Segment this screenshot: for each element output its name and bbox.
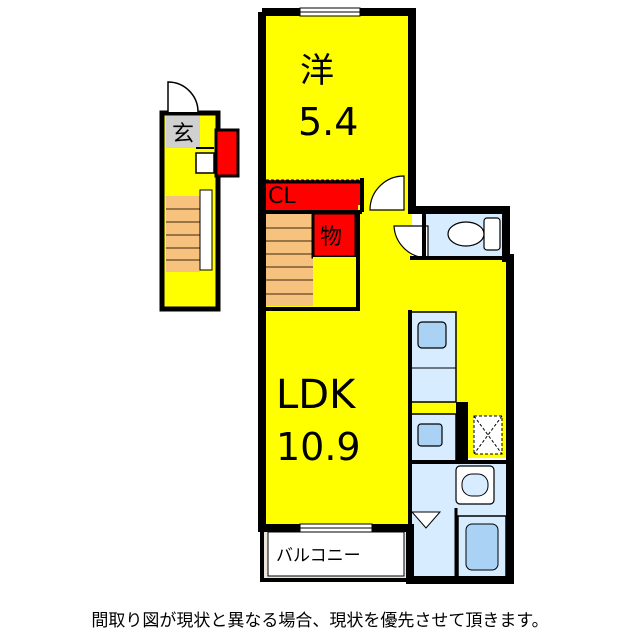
western-room bbox=[262, 14, 411, 182]
western-room-label: 洋 bbox=[300, 51, 334, 91]
ldk-room bbox=[262, 306, 411, 528]
storage-label: 物 bbox=[320, 225, 342, 250]
balcony-label: バルコニー bbox=[276, 546, 361, 566]
shoe-cabinet bbox=[214, 128, 240, 178]
western-room-size: 5.4 bbox=[298, 100, 358, 144]
western-door-swing bbox=[369, 175, 405, 211]
entrance-floor bbox=[166, 116, 200, 148]
ldk-size: 10.9 bbox=[276, 425, 361, 469]
disclaimer-note: 間取り図が現状と異なる場合、現状を優先させて頂きます。 bbox=[91, 611, 549, 631]
window bbox=[299, 7, 361, 17]
entrance-door-swing bbox=[167, 81, 199, 113]
balcony-window bbox=[299, 523, 373, 533]
entrance-label: 玄 bbox=[172, 122, 194, 147]
stairs bbox=[265, 213, 317, 309]
closet bbox=[266, 180, 362, 210]
washroom-door-swing bbox=[410, 511, 442, 529]
entrance-stair-unit: 玄 bbox=[159, 81, 240, 312]
closet-label: CL bbox=[268, 184, 296, 209]
ldk-label: LDK bbox=[276, 372, 357, 418]
